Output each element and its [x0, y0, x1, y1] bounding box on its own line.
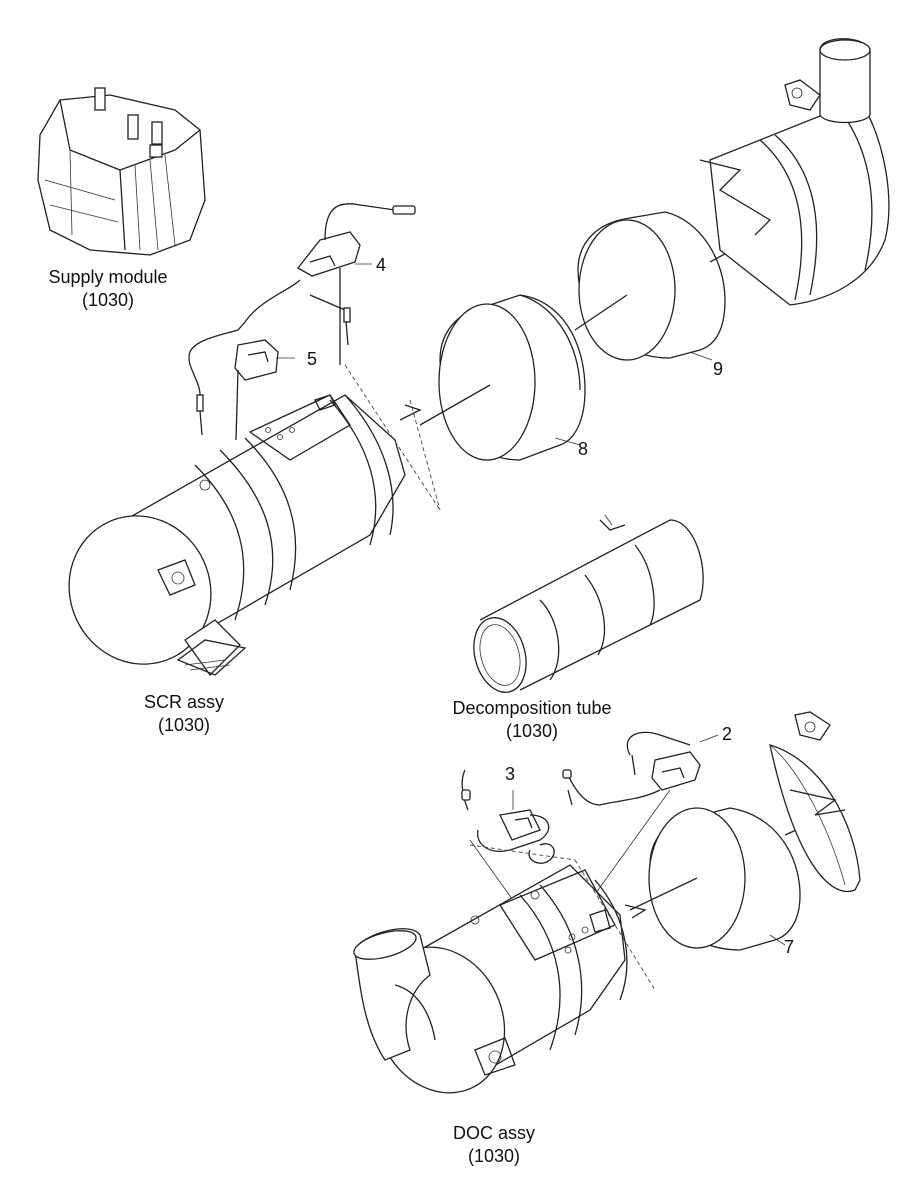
- sensor-5-drawing: [188, 321, 279, 441]
- callout-9: 9: [713, 359, 723, 379]
- supply-module-drawing: [37, 87, 206, 256]
- scr-assy-label: SCR assy: [144, 692, 224, 712]
- scr-inlet-drawing: [699, 38, 890, 306]
- callout-3: 3: [505, 764, 515, 784]
- decomposition-tube-label: Decomposition tube: [452, 698, 611, 718]
- doc-assy-drawing: [353, 844, 656, 1094]
- callout-7: 7: [784, 937, 794, 957]
- catalyst-8-drawing: [419, 294, 586, 461]
- callout-2: 2: [722, 724, 732, 744]
- catalyst-9-drawing: [574, 211, 761, 361]
- supply-module-label: Supply module: [48, 267, 167, 287]
- decomposition-tube-drawing: [473, 514, 704, 693]
- doc-outlet-drawing: [769, 711, 861, 892]
- doc-assy-label: DOC assy: [453, 1123, 535, 1143]
- decomposition-tube-code: (1030): [506, 721, 558, 741]
- catalyst-7-drawing: [629, 807, 831, 951]
- scr-assy-code: (1030): [158, 715, 210, 735]
- scr-assy-drawing: [68, 364, 441, 677]
- sensor-4-drawing: [244, 203, 416, 365]
- callout-5: 5: [307, 349, 317, 369]
- supply-module-code: (1030): [82, 290, 134, 310]
- callout-8: 8: [578, 439, 588, 459]
- callout-4: 4: [376, 255, 386, 275]
- doc-assy-code: (1030): [468, 1146, 520, 1166]
